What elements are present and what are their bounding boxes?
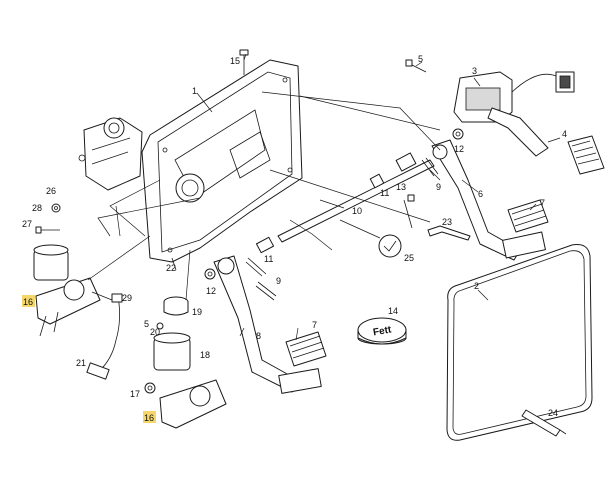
part-bushings-right bbox=[369, 128, 464, 189]
part-cylinder-16a bbox=[33, 244, 122, 337]
callout-20: 20 bbox=[150, 327, 160, 337]
part-tube-24 bbox=[521, 409, 567, 437]
highlight-16b bbox=[143, 411, 156, 423]
callout-8: 8 bbox=[256, 331, 261, 341]
part-hose-29-21 bbox=[86, 293, 123, 380]
part-spring-23 bbox=[427, 225, 471, 241]
grease-tin-label: Fett bbox=[372, 324, 393, 338]
part-screw-22 bbox=[171, 257, 177, 271]
callout-25: 25 bbox=[404, 253, 414, 263]
callout-10: 10 bbox=[352, 206, 362, 216]
callout-28: 28 bbox=[32, 203, 42, 213]
callout-24: 24 bbox=[548, 408, 558, 418]
callout-21: 21 bbox=[76, 358, 86, 368]
callout-19: 19 bbox=[192, 307, 202, 317]
callout-16a: 16 bbox=[23, 297, 33, 307]
part-cylinder-16b bbox=[144, 296, 227, 429]
part-brake-pedal-6 bbox=[431, 139, 546, 261]
part-sensor-module bbox=[453, 71, 575, 123]
callout-9b: 9 bbox=[276, 276, 281, 286]
callout-17: 17 bbox=[130, 389, 140, 399]
callout-29: 29 bbox=[122, 293, 132, 303]
callout-27: 27 bbox=[22, 219, 32, 229]
part-seal-ring bbox=[446, 244, 593, 441]
callout-9a: 9 bbox=[436, 182, 441, 192]
part-grease-tin-14: Fett bbox=[357, 317, 407, 345]
callout-13: 13 bbox=[396, 182, 406, 192]
callout-4: 4 bbox=[562, 129, 567, 139]
callout-labels: 1 2 3 4 5 5 6 7 7 8 9 9 10 11 11 12 12 1… bbox=[22, 54, 567, 423]
part-bolt-11b bbox=[403, 194, 415, 229]
callout-26: 26 bbox=[46, 186, 56, 196]
callout-14: 14 bbox=[388, 306, 398, 316]
part-pedal-box-housing bbox=[141, 59, 303, 263]
part-bushings-left bbox=[204, 236, 275, 280]
callout-11b: 11 bbox=[264, 254, 273, 264]
callout-7b: 7 bbox=[312, 320, 317, 330]
part-pedal-pad-4 bbox=[567, 135, 605, 175]
part-disc-25 bbox=[378, 234, 402, 258]
part-pedal-rubber-7a bbox=[507, 199, 549, 233]
callout-11a: 11 bbox=[380, 188, 389, 198]
highlight-16a bbox=[22, 295, 35, 307]
callout-7a: 7 bbox=[540, 198, 545, 208]
callout-3: 3 bbox=[472, 66, 477, 76]
part-clutch-pedal-8 bbox=[213, 255, 322, 394]
callout-leaders bbox=[196, 53, 561, 341]
callout-16b: 16 bbox=[144, 413, 154, 423]
callout-23: 23 bbox=[442, 217, 452, 227]
callout-15: 15 bbox=[230, 56, 240, 66]
part-fasteners-left bbox=[35, 203, 61, 234]
part-pedal-rubber-7b bbox=[285, 331, 327, 367]
part-accelerator-arm bbox=[487, 107, 549, 157]
callout-6: 6 bbox=[478, 189, 483, 199]
callout-12b: 12 bbox=[206, 286, 216, 296]
callout-12a: 12 bbox=[454, 144, 464, 154]
part-screw-15 bbox=[239, 49, 249, 75]
callout-5a: 5 bbox=[418, 54, 423, 64]
part-hydraulic-unit-top bbox=[78, 117, 143, 191]
callout-2: 2 bbox=[474, 281, 479, 291]
callout-1: 1 bbox=[192, 86, 197, 96]
part-screw-5a bbox=[405, 59, 427, 73]
callout-22: 22 bbox=[166, 263, 176, 273]
callout-5b: 5 bbox=[144, 319, 149, 329]
projection-lines bbox=[87, 91, 441, 301]
callout-18: 18 bbox=[200, 350, 210, 360]
part-pin-9b bbox=[255, 281, 277, 301]
